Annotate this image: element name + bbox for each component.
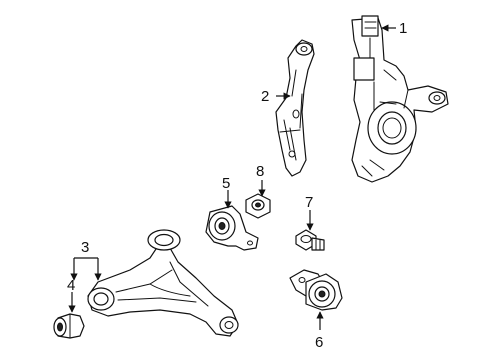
callout-6: 6: [315, 334, 323, 351]
callout-4: 4: [67, 277, 75, 294]
callout-2: 2: [261, 88, 269, 105]
callout-5: 5: [222, 175, 230, 192]
steering-knuckle: [351, 15, 449, 183]
callout-8: 8: [256, 163, 264, 180]
callout-3: 3: [81, 239, 89, 256]
nut: [245, 193, 271, 219]
bolt: [295, 229, 325, 251]
leader-lines: [68, 24, 396, 330]
callout-7: 7: [305, 194, 313, 211]
lower-bushing-bracket: [289, 269, 343, 311]
callout-1: 1: [399, 20, 407, 37]
bushing-bracket: [205, 205, 259, 251]
lower-control-arm: [87, 229, 239, 337]
bushing: [53, 313, 85, 339]
upper-bracket: [275, 39, 315, 177]
